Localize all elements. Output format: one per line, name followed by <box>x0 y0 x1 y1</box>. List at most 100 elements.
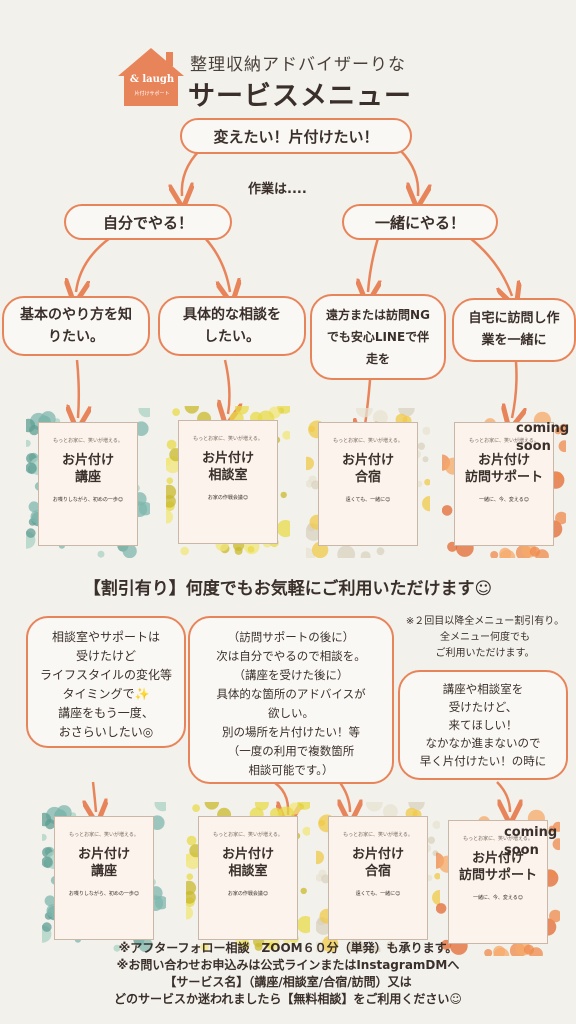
bubble-line: （訪問サポートの後に） <box>227 630 355 644</box>
discount-note: ※２回目以降全メニュー割引有り。 全メニュー何度でも ご利用いただけます。 <box>394 614 576 662</box>
flower-dot <box>347 939 366 952</box>
flower-dot <box>383 804 398 819</box>
logo-sub: 片付けサポート <box>134 91 170 97</box>
flower-dot <box>186 854 191 862</box>
flower-dot <box>427 836 435 844</box>
flower-dot <box>300 887 307 895</box>
bubble-line: 相談可能です。） <box>248 763 334 777</box>
flower-dot <box>28 501 40 513</box>
flower-dot <box>138 408 150 418</box>
bubble-line: 相談室やサポートは <box>51 630 160 644</box>
card-title-line2: 講座 <box>74 470 101 485</box>
flower-dot <box>42 856 53 868</box>
flower-dot <box>434 872 440 880</box>
card-tagline: もっとお家に、笑いが増える。 <box>213 832 283 838</box>
flower-dot <box>555 511 566 525</box>
flower-dot <box>549 870 557 878</box>
bubble-line: 具体的な箇所のアドバイスが <box>216 687 366 701</box>
flower-dot <box>277 406 290 414</box>
bubble-line: 次は自分でやるので相談を。 <box>216 649 366 663</box>
card-title-line1: お片付け <box>221 847 274 862</box>
flower-dot <box>42 922 52 932</box>
card-consult[interactable]: もっとお家に、笑いが増える。お片付け相談室お家の作戦会議☺ <box>186 802 310 952</box>
flower-dot <box>316 941 325 952</box>
flower-dot <box>276 520 290 538</box>
card-title-line1: お片付け <box>477 453 530 468</box>
flower-dot <box>247 546 255 553</box>
note-line: ※２回目以降全メニュー割引有り。 <box>405 616 565 627</box>
flower-dot <box>44 895 56 907</box>
flower-dot <box>172 408 180 416</box>
note-line: ご利用いただけます。 <box>435 648 535 659</box>
card-caption: お家の作戦会議☺ <box>227 891 269 897</box>
card-camp[interactable]: もっとお家に、笑いが増える。お片付け合宿遠くても、一緒に☺ <box>306 408 430 558</box>
bubble-line: 欲しい。 <box>268 706 314 720</box>
flower-dot <box>376 547 385 556</box>
card-title-line2: 講座 <box>90 864 117 879</box>
card-title-line1: お片付け <box>61 453 114 468</box>
footer-line: 【サービス名】（講座/相談室/合宿/訪問）又は <box>164 975 412 989</box>
bubble-line: （講座を受けた後に） <box>233 668 349 682</box>
card-tagline: もっとお家に、笑いが増える。 <box>343 832 413 838</box>
flower-dot <box>355 408 373 418</box>
card-title-line1: お片付け <box>351 847 404 862</box>
house-logo-icon <box>118 48 184 106</box>
bubble-line: 講座や相談室を <box>442 682 524 696</box>
note-line: 全メニュー何度でも <box>440 632 530 643</box>
coming-soon-label: coming soon <box>504 825 558 858</box>
flower-dot <box>422 426 430 435</box>
card-lecture[interactable]: もっとお家に、笑いが増える。お片付け講座お喋りしながら、初めの一歩☺ <box>26 408 150 558</box>
floral-pattern <box>26 408 150 558</box>
flower-dot <box>306 547 315 558</box>
card-tagline: もっとお家に、笑いが増える。 <box>333 438 403 444</box>
bubble-line: 受けたけど <box>75 649 136 663</box>
question-label: 作業は.... <box>248 182 307 197</box>
flower-dot <box>42 833 47 841</box>
card-visit[interactable]: もっとお家に、笑いが増える。お片付け訪問サポート一緒に、今、変える☺ <box>436 806 560 956</box>
flower-dot <box>154 896 166 910</box>
page-title: サービスメニュー <box>188 81 412 112</box>
together-option-pill: 一緒にやる！ <box>342 204 498 240</box>
flower-dot <box>555 472 563 480</box>
flower-dot <box>558 440 566 453</box>
flower-dot <box>552 838 560 851</box>
bubble-repeat-consult: （訪問サポートの後に） 次は自分でやるので相談を。 （講座を受けた後に） 具体的… <box>188 616 394 784</box>
card-title-line2: 合宿 <box>354 470 381 485</box>
flower-dot <box>499 549 516 558</box>
flower-dot <box>26 439 31 447</box>
flower-dot <box>204 802 219 810</box>
footer-notes: ※アフターフォロー相談 ZOOM６０分（単発）も承ります。 ※お問い合わせお申込… <box>0 940 576 1008</box>
flower-dot <box>26 418 36 433</box>
flower-dot <box>311 480 321 490</box>
card-title-line1: お片付け <box>341 453 394 468</box>
logo-text: & laugh <box>129 74 175 85</box>
flower-dot <box>493 947 510 956</box>
flower-dot <box>113 944 121 952</box>
flower-dot <box>154 802 166 812</box>
card-visit[interactable]: もっとお家に、笑いが増える。お片付け訪問サポート一緒に、今、変える☺ <box>442 408 566 558</box>
visit-option-pill: 自宅に訪問し作業を一緒に <box>452 298 576 362</box>
header-subtitle: 整理収納アドバイザーりな <box>190 55 406 75</box>
flower-dot <box>180 546 189 556</box>
flower-dot <box>42 812 52 827</box>
card-caption: 一緒に、今、変える☺ <box>479 497 529 503</box>
bubble-line: 来てほしい！ <box>448 718 518 732</box>
flower-dot <box>166 477 174 484</box>
remote-option-pill: 遠方または訪問NGでも安心LINEで伴走を <box>310 294 446 380</box>
flower-dot <box>436 903 447 914</box>
card-consult[interactable]: もっとお家に、笑いが増える。お片付け相談室お家の作戦会議☺ <box>166 406 290 556</box>
card-title-line1: お片付け <box>201 451 254 466</box>
card-camp[interactable]: もっとお家に、笑いが増える。お片付け合宿遠くても、一緒に☺ <box>316 802 440 952</box>
card-caption: お喋りしながら、初めの一歩☺ <box>68 891 140 897</box>
card-lecture[interactable]: もっとお家に、笑いが増える。お片付け講座お喋りしながら、初めの一歩☺ <box>42 802 166 952</box>
flower-dot <box>297 802 310 810</box>
card-title-line1: お片付け <box>471 851 524 866</box>
bubble-line: （一度の利用で複数箇所 <box>227 744 355 758</box>
card-tagline: もっとお家に、笑いが増える。 <box>69 832 139 838</box>
flower-dot <box>337 545 356 558</box>
flower-dot <box>529 546 541 557</box>
flower-dot <box>192 804 200 812</box>
flower-dot <box>234 546 243 555</box>
flower-dot <box>321 874 331 884</box>
card-title-line2: 相談室 <box>228 864 268 879</box>
